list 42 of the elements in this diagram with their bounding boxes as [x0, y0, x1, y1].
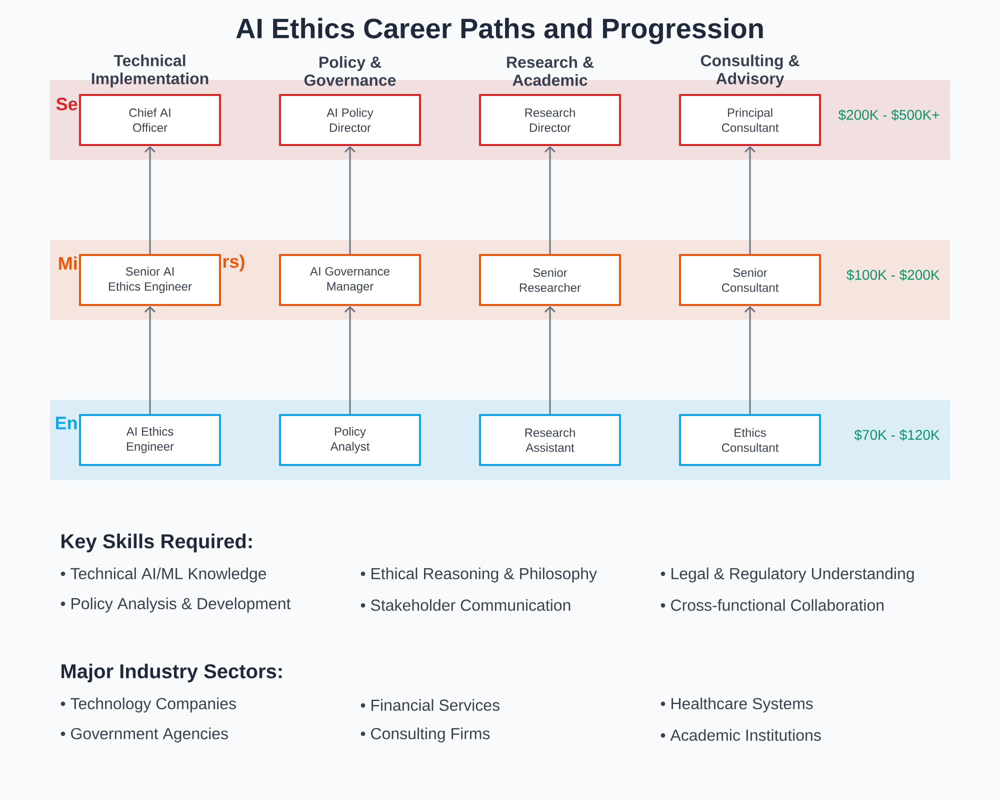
- level-label: En: [56, 416, 77, 430]
- list-item: • Stakeholder Communication: [360, 599, 570, 611]
- list-item: • Financial Services: [360, 699, 500, 711]
- arrow: [144, 146, 156, 254]
- list-item: • Government Agencies: [60, 728, 228, 742]
- salary-range: $100K - $200K: [846, 269, 940, 281]
- role-box: Senior Researcher: [479, 254, 621, 306]
- arrow: [344, 306, 356, 414]
- role-box: AI Policy Director: [279, 94, 421, 146]
- level-label: Mi: [59, 256, 77, 270]
- role-box: Research Assistant: [479, 414, 621, 466]
- level-label: rs): [223, 254, 244, 272]
- role-box: Senior AI Ethics Engineer: [79, 254, 221, 306]
- arrow: [744, 306, 756, 414]
- section-heading: Major Industry Sectors:: [62, 664, 282, 682]
- role-box: Research Director: [479, 94, 621, 146]
- role-box: Ethics Consultant: [679, 414, 821, 466]
- list-item: • Ethical Reasoning & Philosophy: [360, 568, 597, 582]
- role-box: Chief AI Officer: [79, 94, 221, 146]
- list-item: • Cross-functional Collaboration: [660, 599, 884, 611]
- role-box: AI Ethics Engineer: [79, 414, 221, 466]
- arrow: [744, 146, 756, 254]
- role-box: Principal Consultant: [679, 94, 821, 146]
- list-item: • Legal & Regulatory Understanding: [660, 568, 914, 582]
- title: AI Ethics Career Paths and Progression: [236, 18, 763, 44]
- list-item: • Technology Companies: [60, 698, 236, 712]
- list-item: • Academic Institutions: [660, 729, 821, 741]
- section-heading: Key Skills Required:: [62, 534, 252, 552]
- salary-range: $70K - $120K: [854, 429, 940, 441]
- role-box: AI Governance Manager: [279, 254, 421, 306]
- salary-range: $200K - $500K+: [838, 109, 940, 121]
- list-item: • Consulting Firms: [360, 728, 490, 742]
- arrow: [144, 306, 156, 414]
- arrow: [544, 306, 556, 414]
- list-item: • Healthcare Systems: [660, 698, 813, 712]
- level-label: Se: [56, 98, 78, 110]
- arrow: [344, 146, 356, 254]
- role-box: Senior Consultant: [679, 254, 821, 306]
- role-box: Policy Analyst: [279, 414, 421, 466]
- arrow: [544, 146, 556, 254]
- list-item: • Technical AI/ML Knowledge: [60, 568, 266, 582]
- list-item: • Policy Analysis & Development: [60, 598, 291, 612]
